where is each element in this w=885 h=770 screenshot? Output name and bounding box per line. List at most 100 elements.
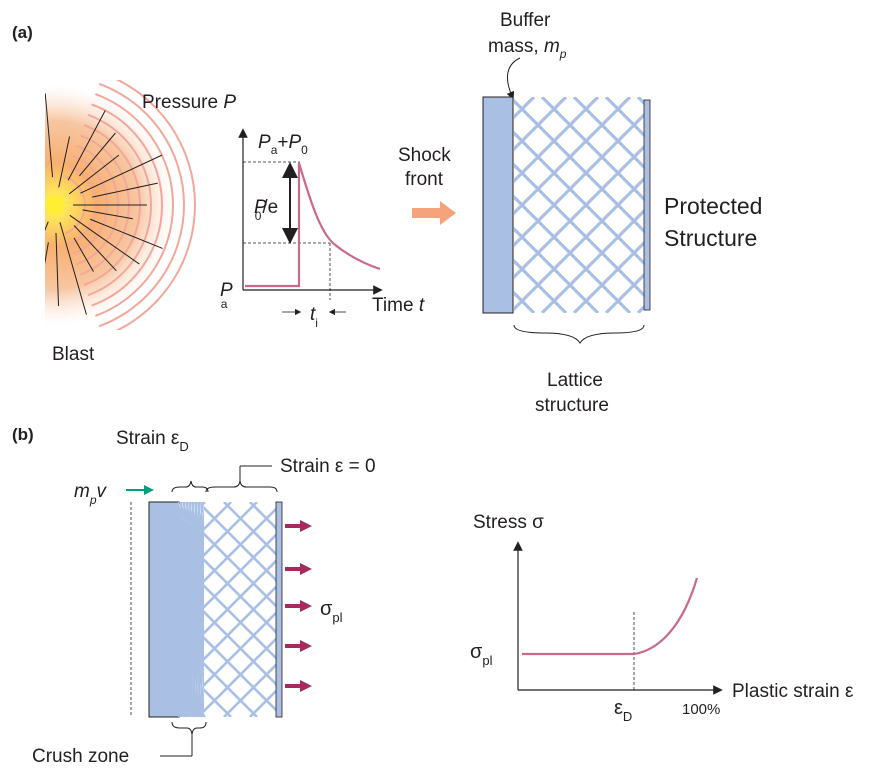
lattice-strut: [204, 611, 276, 687]
decay-label: P0/e: [254, 197, 278, 223]
crushed-strut: [197, 502, 204, 603]
shock-front-label-2: front: [405, 169, 444, 190]
crushed-strut: [190, 553, 204, 717]
blast-ray: [73, 237, 94, 272]
force-arrow-head: [300, 563, 312, 575]
blast-ray: [59, 222, 87, 315]
crushed-strut: [188, 544, 204, 717]
lattice-strut: [432, 502, 647, 717]
lattice-strut: [514, 258, 568, 313]
blast-ring: [95, 93, 174, 317]
blast-ray: [58, 136, 71, 188]
lattice-structure: [254, 97, 885, 313]
lattice-strut: [458, 502, 673, 717]
force-arrow-head: [300, 600, 312, 612]
panel-a-label: (a): [12, 23, 33, 42]
lattice-strut: [204, 662, 258, 717]
lattice-strut: [286, 97, 502, 313]
lattice-strut: [862, 97, 885, 313]
lattice-brace: [513, 324, 645, 344]
lattice-strut: [540, 97, 644, 202]
lattice-strut: [204, 637, 276, 713]
blast-ring: [87, 113, 152, 297]
lattice-strut: [572, 97, 644, 170]
blast-ring: [91, 103, 163, 307]
blast-ray: [69, 214, 140, 265]
lattice-strut: [328, 502, 543, 717]
lattice-strut: [354, 502, 569, 717]
blast-ray: [82, 209, 133, 220]
shock-front-arrow: [412, 201, 456, 225]
crushed-strut: [198, 583, 204, 716]
crushed-strut: [202, 504, 204, 577]
lattice-strut: [604, 97, 644, 138]
blast-ray: [68, 154, 120, 195]
plastic-stress-arrows: [285, 520, 312, 692]
lattice-strut: [406, 502, 621, 717]
protected-structure-label-2: Structure: [664, 225, 757, 251]
stress-strain-curve: [522, 577, 699, 656]
lattice-strut: [254, 97, 470, 313]
blast-ray: [45, 242, 49, 265]
lattice-strut: [514, 176, 644, 312]
blast-source: [24, 80, 196, 330]
crushed-strut: [194, 568, 204, 717]
lattice-strut: [406, 502, 621, 717]
lattice-label-2: structure: [535, 395, 609, 416]
lattice-strut: [798, 97, 885, 313]
blast-ray: [24, 111, 43, 169]
crush-zone-lattice: [178, 502, 204, 717]
blast-ring: [115, 80, 196, 330]
lattice-strut: [328, 502, 543, 717]
protected-plate-b: [275, 501, 283, 718]
force-arrow-head: [300, 640, 312, 652]
crushed-strut: [192, 561, 204, 717]
crushed-strut: [200, 502, 204, 591]
strain-zero-brace: [205, 480, 278, 493]
blast-ray: [45, 93, 54, 178]
lattice-strut: [286, 97, 502, 313]
lattice-strut: [204, 532, 276, 608]
blast-ray: [73, 225, 117, 272]
lattice-strut: [204, 507, 276, 583]
lattice-label-1: Lattice: [547, 370, 603, 391]
lattice-strut: [862, 97, 885, 313]
buffer-mass-label-1: Buffer: [500, 10, 551, 31]
lattice-strut: [380, 502, 595, 717]
time-axis-label: Time t: [372, 295, 425, 316]
crush-zone-brace: [171, 721, 207, 735]
lattice-strut: [830, 97, 885, 313]
lattice-strut: [204, 559, 276, 635]
peak-pressure-label: Pa+P0: [258, 132, 308, 157]
blast-ray: [90, 218, 163, 249]
epsilon-d-tick: εD: [614, 697, 632, 724]
buffer-mass-label-2: mass, mp: [488, 36, 567, 61]
lattice-strut: [432, 502, 647, 717]
shock-front-label-1: Shock: [398, 145, 451, 166]
strain-zero-label: Strain ε = 0: [280, 456, 376, 477]
lattice-strut: [484, 502, 699, 717]
lattice-strut: [204, 506, 276, 582]
max-strain-tick: 100%: [682, 701, 720, 718]
buffer-mass-plate-b: [148, 501, 180, 718]
crush-zone-label: Crush zone: [32, 746, 129, 767]
lattice-strut: [458, 502, 673, 717]
blast-ray: [55, 232, 60, 306]
lattice-strut: [223, 663, 276, 717]
lattice-strut: [380, 502, 595, 717]
strain-axis-label: Plastic strain ε: [732, 681, 854, 702]
panel-b-label: (b): [12, 425, 34, 444]
crushed-strut: [196, 576, 204, 717]
lattice-strut: [484, 502, 699, 717]
lattice-strut: [514, 97, 600, 184]
blast-ray: [92, 182, 158, 198]
lattice-strut: [514, 112, 644, 248]
blast-ring: [98, 82, 185, 328]
lattice-strut: [514, 226, 600, 313]
blast-label: Blast: [52, 344, 95, 365]
sigma-pl-label: σpl: [320, 598, 343, 625]
protected-structure-plate: [643, 99, 651, 311]
force-arrow-head: [300, 680, 312, 692]
